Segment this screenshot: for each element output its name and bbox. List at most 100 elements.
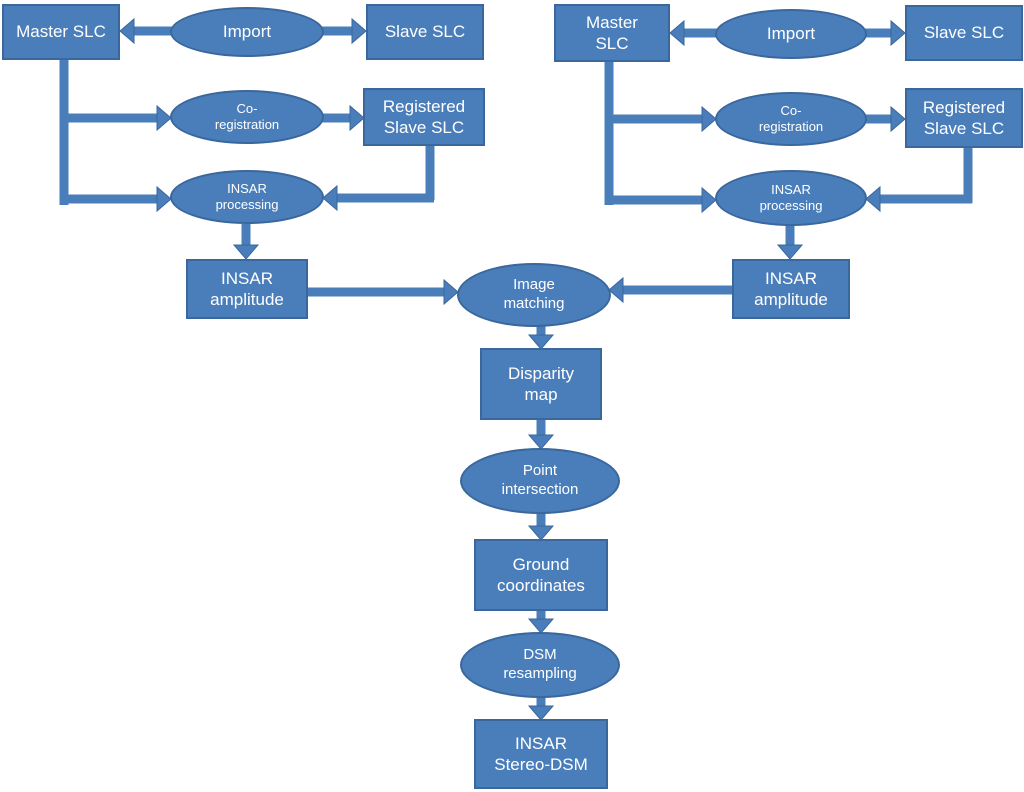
- left-import-to-master-arrow-head: [119, 17, 135, 45]
- right-import-to-master-arrow-shaft: [684, 28, 717, 38]
- node-label-line: Co-: [236, 100, 258, 116]
- right-insar-amplitude-box: INSAR amplitude: [732, 259, 850, 319]
- left-registered-down-line: [425, 144, 435, 200]
- disparity-map-box: Disparity map: [480, 348, 602, 420]
- left-master-slc-box: Master SLC: [2, 4, 120, 60]
- image-matching-ellipse: Image matching: [457, 263, 611, 327]
- left-registered-to-insar-arrow-head: [322, 184, 338, 212]
- node-label-line: registration: [214, 117, 280, 132]
- left-master-to-coreg-arrow-shaft: [64, 113, 157, 123]
- node-label-line: resampling: [503, 665, 577, 682]
- node-label-line: INSAR: [765, 268, 817, 288]
- right-master-to-coreg-arrow-shaft: [609, 114, 702, 124]
- left-import-ellipse: Import: [170, 7, 324, 57]
- node-label-line: Slave SLC: [923, 119, 1005, 138]
- node-label-line: INSAR: [227, 180, 267, 196]
- left-registered-slave-slc-box: Registered Slave SLC: [363, 88, 485, 146]
- left-coreg-to-registered-arrow-head: [349, 104, 365, 132]
- right-master-to-insar-arrow-shaft: [609, 195, 702, 205]
- node-label-line: amplitude: [754, 290, 828, 309]
- node-label-line: Master: [586, 12, 638, 32]
- right-insar-to-amplitude-arrow-head: [776, 244, 804, 260]
- disparity-to-intersection-arrow-shaft: [536, 420, 546, 435]
- left-insar-to-amplitude-arrow-head: [232, 244, 260, 260]
- node-label-line: Master SLC: [16, 22, 106, 42]
- right-registered-to-insar-arrow-head: [865, 185, 881, 213]
- node-label-line: Import: [766, 24, 816, 44]
- node-label-line: matching: [503, 295, 565, 312]
- right-import-to-slave-arrow-head: [890, 19, 906, 47]
- resampling-to-stereo-dsm-arrow-shaft: [536, 697, 546, 706]
- left-insar-processing-ellipse: INSAR processing: [170, 170, 324, 224]
- right-amplitude-to-matching-arrow-head: [608, 276, 624, 304]
- right-master-to-insar-arrow-head: [701, 186, 717, 214]
- left-import-to-master-arrow-shaft: [134, 26, 172, 36]
- right-slave-slc-box: Slave SLC: [905, 5, 1023, 61]
- right-insar-processing-ellipse: INSAR processing: [715, 170, 867, 226]
- left-coreg-to-registered-arrow-shaft: [322, 113, 350, 123]
- right-registered-slave-slc-box: Registered Slave SLC: [905, 88, 1023, 148]
- ground-to-resampling-arrow-head: [527, 618, 555, 634]
- left-import-to-slave-arrow-head: [351, 17, 367, 45]
- right-coreg-to-registered-arrow-shaft: [865, 114, 891, 124]
- node-label-line: Registered: [382, 96, 466, 116]
- right-master-down-line: [604, 60, 614, 205]
- node-label-line: Image: [513, 276, 555, 294]
- node-label-line: INSAR: [221, 268, 273, 288]
- left-insar-to-amplitude-arrow-shaft: [241, 224, 251, 245]
- right-master-to-coreg-arrow-head: [701, 105, 717, 133]
- ground-coordinates-box: Ground coordinates: [474, 539, 608, 611]
- node-label-line: Slave SLC: [383, 118, 465, 137]
- disparity-to-intersection-arrow-head: [527, 434, 555, 450]
- insar-stereo-dsm-box: INSAR Stereo-DSM: [474, 719, 608, 789]
- left-registered-to-insar-arrow-shaft: [337, 193, 434, 203]
- node-label-line: SLC: [595, 34, 629, 53]
- node-label-line: Slave SLC: [923, 23, 1005, 43]
- right-master-slc-box: Master SLC: [554, 4, 670, 62]
- right-import-to-slave-arrow-shaft: [865, 28, 891, 38]
- right-insar-to-amplitude-arrow-shaft: [785, 224, 795, 245]
- node-label-line: Stereo-DSM: [494, 755, 588, 774]
- left-insar-amplitude-box: INSAR amplitude: [186, 259, 308, 319]
- node-label-line: intersection: [501, 481, 579, 498]
- node-label-line: Co-: [780, 102, 802, 118]
- node-label-line: Disparity: [507, 363, 575, 383]
- node-label-line: processing: [759, 198, 823, 213]
- left-import-to-slave-arrow-shaft: [322, 26, 352, 36]
- ground-to-resampling-arrow-shaft: [536, 611, 546, 619]
- node-label-line: Import: [222, 22, 272, 42]
- right-amplitude-to-matching-arrow-shaft: [623, 285, 732, 295]
- right-coreg-to-registered-arrow-head: [890, 105, 906, 133]
- node-label-line: amplitude: [210, 290, 284, 309]
- right-import-ellipse: Import: [715, 9, 867, 59]
- point-intersection-ellipse: Point intersection: [460, 448, 620, 514]
- left-amplitude-to-matching-arrow-head: [443, 278, 459, 306]
- right-coregistration-ellipse: Co- registration: [715, 92, 867, 146]
- right-registered-to-insar-arrow-shaft: [880, 194, 972, 204]
- node-label-line: Point: [522, 462, 558, 480]
- intersection-to-ground-arrow-head: [527, 525, 555, 541]
- node-label-line: INSAR: [771, 181, 811, 197]
- node-label-line: map: [524, 385, 558, 404]
- intersection-to-ground-arrow-shaft: [536, 513, 546, 526]
- matching-to-disparity-arrow-shaft: [536, 326, 546, 335]
- left-master-to-coreg-arrow-head: [156, 104, 172, 132]
- left-master-to-insar-arrow-head: [156, 185, 172, 213]
- matching-to-disparity-arrow-head: [527, 334, 555, 350]
- node-label-line: processing: [215, 197, 279, 212]
- node-label-line: INSAR: [515, 733, 567, 753]
- left-master-down-line: [59, 58, 69, 205]
- right-registered-down-line: [963, 146, 973, 203]
- node-label-line: Slave SLC: [384, 22, 466, 42]
- left-slave-slc-box: Slave SLC: [366, 4, 484, 60]
- left-coregistration-ellipse: Co- registration: [170, 90, 324, 144]
- dsm-resampling-ellipse: DSM resampling: [460, 632, 620, 698]
- right-import-to-master-arrow-head: [669, 19, 685, 47]
- node-label-line: registration: [758, 119, 824, 134]
- node-label-line: Registered: [922, 97, 1006, 117]
- left-amplitude-to-matching-arrow-shaft: [308, 287, 444, 297]
- left-master-to-insar-arrow-shaft: [64, 194, 157, 204]
- node-label-line: coordinates: [497, 576, 585, 595]
